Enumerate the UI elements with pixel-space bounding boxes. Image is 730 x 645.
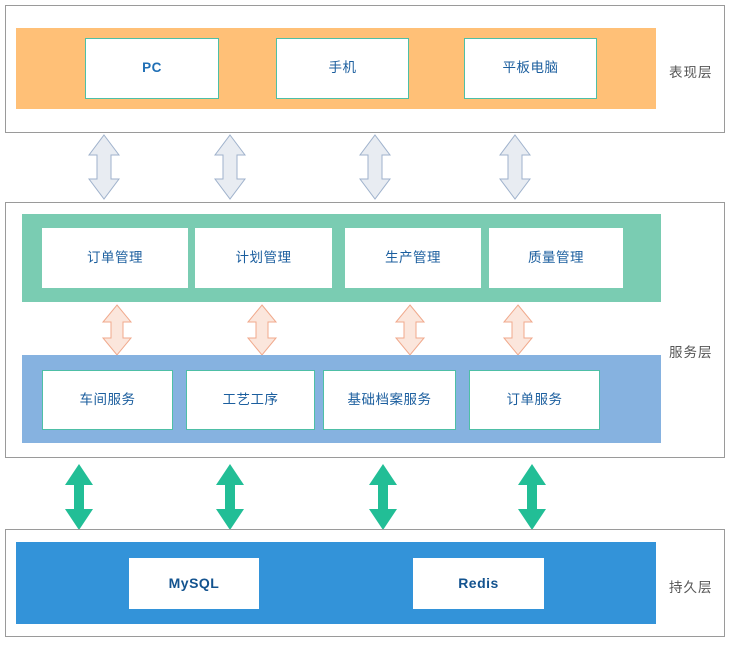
node-production-management[interactable]: 生产管理 [345,228,481,288]
node-workshop-service[interactable]: 车间服务 [42,370,173,430]
layer-caption-persistence: 持久层 [669,580,713,595]
connector-business-microservice-2 [245,303,279,357]
node-mysql[interactable]: MySQL [129,558,259,609]
node-order-management[interactable]: 订单管理 [42,228,188,288]
connector-presentation-service-4 [497,133,533,201]
connector-service-persistence-3 [367,463,399,531]
node-quality-management[interactable]: 质量管理 [489,228,623,288]
node-pc[interactable]: PC [85,38,219,99]
connector-business-microservice-1 [100,303,134,357]
layer-caption-presentation: 表现层 [669,65,713,80]
node-process-procedure[interactable]: 工艺工序 [186,370,315,430]
connector-business-microservice-3 [393,303,427,357]
connector-presentation-service-1 [86,133,122,201]
node-basic-archive-service[interactable]: 基础档案服务 [323,370,456,430]
node-plan-management[interactable]: 计划管理 [195,228,332,288]
connector-service-persistence-1 [63,463,95,531]
node-tablet[interactable]: 平板电脑 [464,38,597,99]
persistence-layer-band [16,542,656,624]
node-mobile-phone[interactable]: 手机 [276,38,409,99]
node-order-service[interactable]: 订单服务 [469,370,600,430]
connector-service-persistence-2 [214,463,246,531]
connector-presentation-service-2 [212,133,248,201]
connector-presentation-service-3 [357,133,393,201]
layer-caption-service: 服务层 [669,345,713,360]
connector-service-persistence-4 [516,463,548,531]
connector-business-microservice-4 [501,303,535,357]
node-redis[interactable]: Redis [413,558,544,609]
